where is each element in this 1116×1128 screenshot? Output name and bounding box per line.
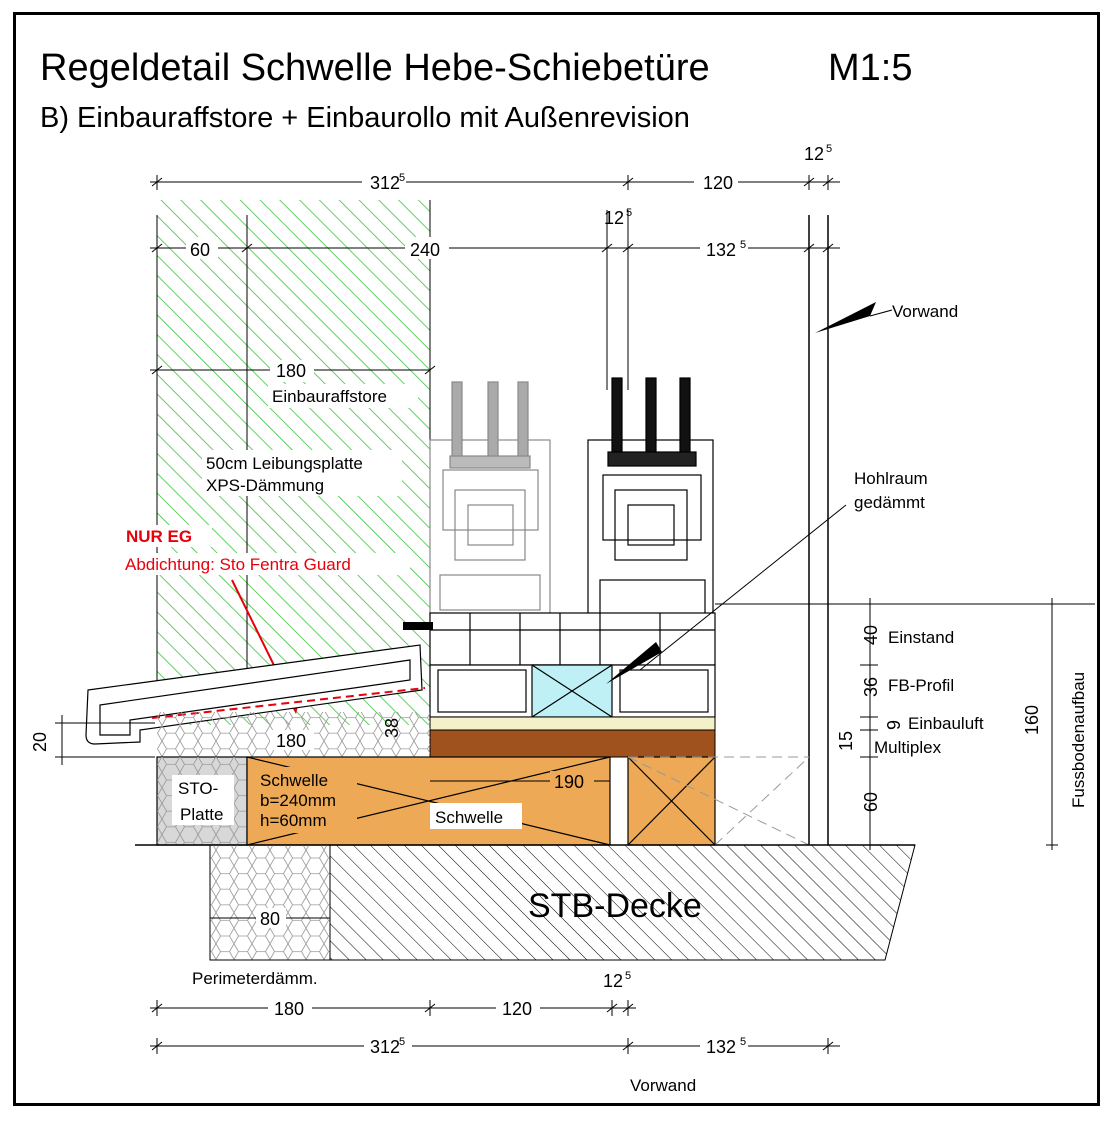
dim-40: 40 [861, 625, 881, 645]
dim-36: 36 [861, 677, 881, 697]
dim-bottom-180: 180 [274, 999, 304, 1019]
dim-132: 132 [706, 240, 736, 260]
right-dimension-chain [715, 598, 1095, 850]
hohlraum-arrow [606, 642, 662, 684]
label-multiplex: Multiplex [874, 738, 942, 757]
dim-bottom-12: 12 [603, 971, 623, 991]
dim-132-sup: 5 [740, 239, 746, 251]
sash-right-black [587, 377, 714, 616]
dim-bottom-120: 120 [502, 999, 532, 1019]
dim-bottom-12-sup: 5 [625, 970, 631, 982]
label-hohlraum: Hohlraum [854, 469, 928, 488]
label-nur-eg: NUR EG [126, 527, 192, 546]
dim-bottom-312-sup: 5 [399, 1036, 405, 1048]
label-abdichtung: Abdichtung: Sto Fentra Guard [125, 555, 351, 574]
einbauluft-layer [429, 716, 716, 731]
label-fussbodenaufbau: Fussbodenaufbau [1069, 672, 1088, 808]
label-vorwand-bottom: Vorwand [630, 1076, 696, 1095]
dim-top-120: 120 [703, 173, 733, 193]
fb-profil [429, 664, 716, 718]
label-gedaemmt: gedämmt [854, 493, 925, 512]
dim-top-12-sup: 5 [826, 143, 832, 155]
drawing-frame [13, 12, 1100, 1106]
page-title: Regeldetail Schwelle Hebe-Schiebetüre [40, 47, 710, 89]
dim-190: 190 [554, 772, 584, 792]
label-vorwand-top: Vorwand [892, 302, 958, 321]
dim-row2-12-sup: 5 [626, 207, 632, 219]
threshold-frame [429, 612, 716, 666]
dim-80: 80 [260, 909, 280, 929]
label-sto: STO- [178, 779, 218, 798]
dim-160: 160 [1022, 705, 1042, 735]
label-schwelle: Schwelle [260, 771, 328, 790]
dim-inner-180: 180 [276, 361, 306, 381]
dim-240: 240 [410, 240, 440, 260]
dim-20: 20 [30, 732, 50, 752]
label-einbauluft: Einbauluft [908, 714, 984, 733]
label-einbauraffstore: Einbauraffstore [272, 387, 387, 406]
dim-60: 60 [190, 240, 210, 260]
dim-bottom-132-sup: 5 [740, 1036, 746, 1048]
label-xps: XPS-Dämmung [206, 476, 324, 495]
label-schwelle-b: b=240mm [260, 791, 336, 810]
dim-15: 15 [836, 731, 856, 751]
drip-rail [403, 622, 433, 630]
label-fb-profil: FB-Profil [888, 676, 954, 695]
label-einstand: Einstand [888, 628, 954, 647]
dim-9: 9 [884, 720, 904, 730]
label-schwelle-h: h=60mm [260, 811, 327, 830]
dim-bottom-312: 312 [370, 1037, 400, 1057]
label-platte: Platte [180, 805, 223, 824]
label-perimeter: Perimeterdämm. [192, 969, 318, 988]
dim-bottom-132: 132 [706, 1037, 736, 1057]
dim-top-12: 12 [804, 144, 824, 164]
dim-top-312-sup: 5 [399, 172, 405, 184]
label-leibungsplatte: 50cm Leibungsplatte [206, 454, 363, 473]
label-stb-decke: STB-Decke [528, 887, 702, 925]
subtitle: B) Einbauraffstore + Einbaurollo mit Auß… [40, 102, 690, 134]
dim-sto-180: 180 [276, 731, 306, 751]
dim-38: 38 [382, 718, 402, 738]
dim-row2-12: 12 [604, 208, 624, 228]
dim-60-v: 60 [861, 792, 881, 812]
dim-top-312: 312 [370, 173, 400, 193]
sash-left-grey [429, 381, 551, 616]
scale-label: M1:5 [828, 47, 912, 89]
label-schwelle-beam: Schwelle [435, 808, 503, 827]
multiplex-layer [429, 729, 716, 758]
perimeter-insulation [209, 844, 331, 961]
